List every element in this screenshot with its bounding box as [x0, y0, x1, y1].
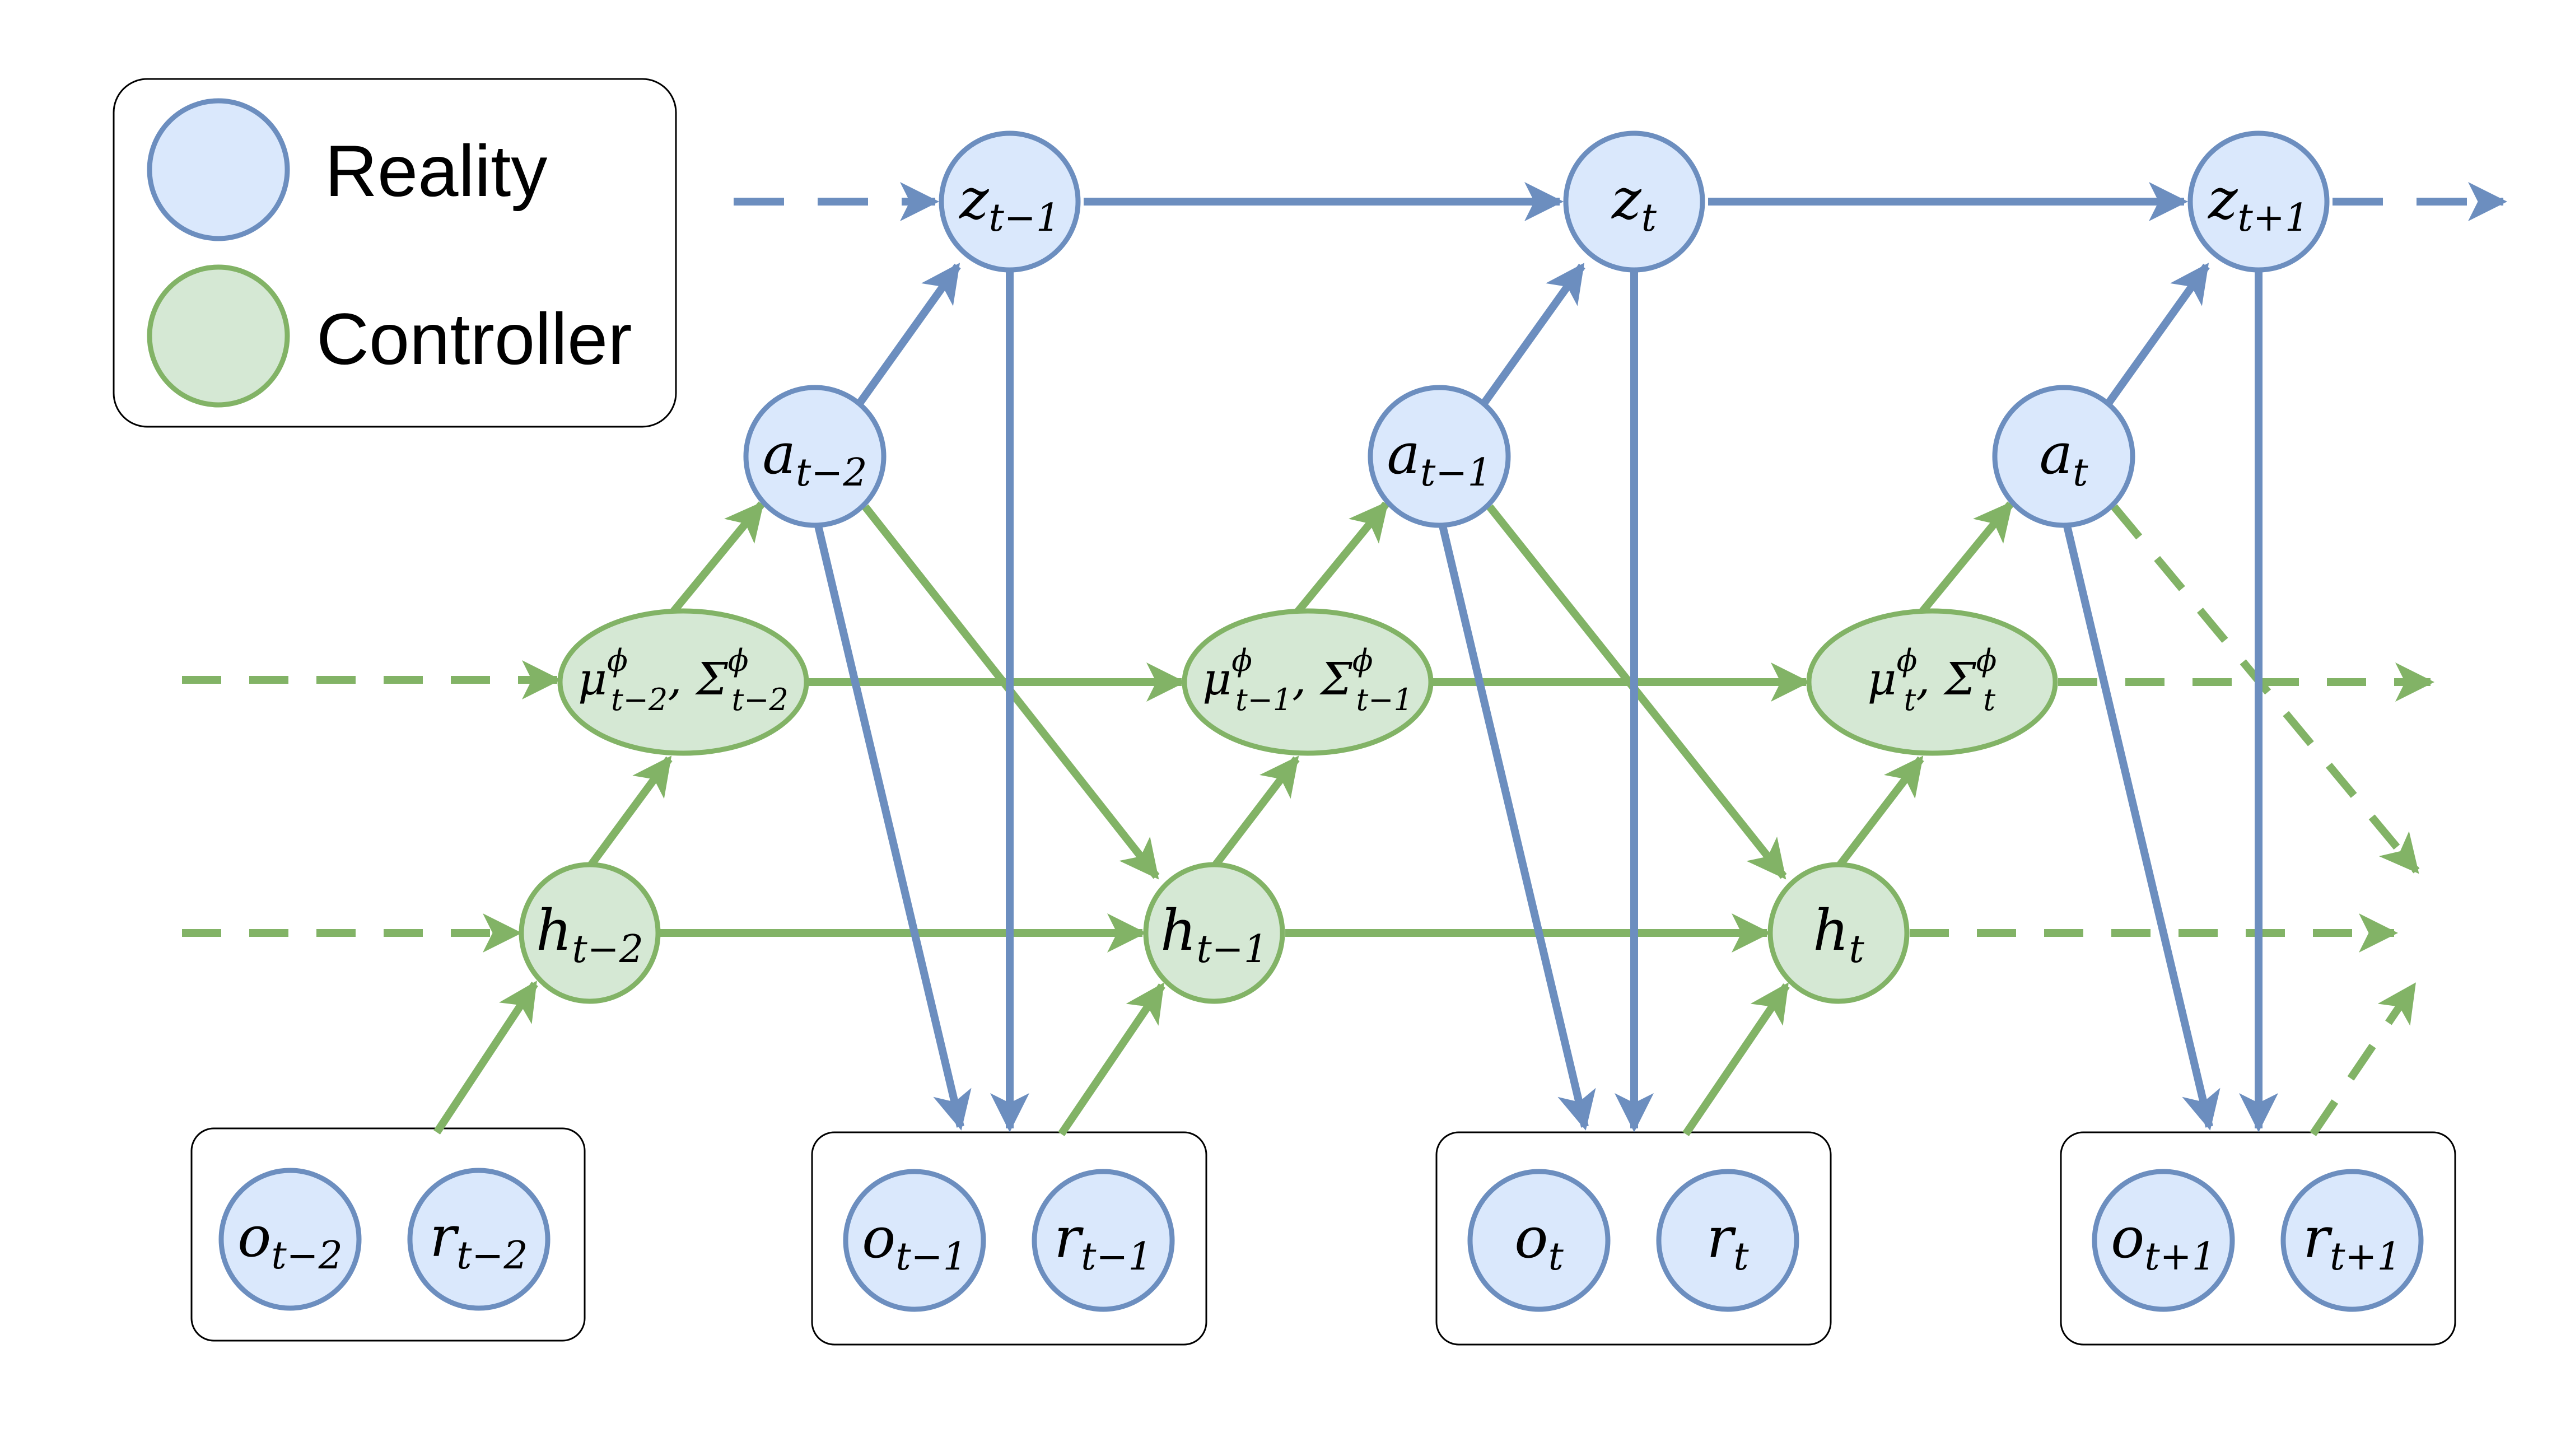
svg-text:μϕt, Σϕt: μϕt, Σϕt [1868, 643, 1997, 717]
r-node-t-1: rt−1 [1032, 1169, 1175, 1312]
legend-reality-label: Reality [325, 130, 547, 212]
o-node-t-1: ot−1 [843, 1169, 986, 1312]
r-node-t+1: rt+1 [2280, 1169, 2424, 1312]
edge-obs3-out [2310, 982, 2417, 1136]
edge-a1-z1 [1481, 263, 1585, 406]
legend-controller-label: Controller [316, 298, 632, 380]
o-node-t-2: ot−2 [218, 1168, 362, 1311]
z-nodes: zt−1 zt zt+1 [939, 130, 2330, 273]
reality-edges [734, 182, 2507, 1132]
svg-text:zt+1: zt+1 [2208, 166, 2309, 240]
edge-a2-obs3 [2063, 522, 2221, 1131]
edge-obs2-h2 [1682, 982, 1790, 1136]
edge-a0-obs1 [814, 522, 972, 1131]
svg-text:rt−1: rt−1 [1054, 1205, 1152, 1279]
svg-text:at−1: at−1 [1387, 421, 1491, 495]
o-node-t+1: ot+1 [2092, 1169, 2235, 1312]
edge-a0-z0 [856, 263, 961, 406]
svg-text:ot: ot [1514, 1205, 1564, 1279]
edge-h2-mu2 [1836, 755, 1924, 868]
edge-obs1-h1 [1058, 982, 1165, 1136]
svg-text:rt+1: rt+1 [2303, 1205, 2401, 1279]
svg-text:ot−2: ot−2 [237, 1204, 343, 1278]
edge-h0-mu0 [587, 755, 673, 868]
edge-mu0-a0 [669, 501, 765, 616]
controller-edges [182, 501, 2434, 1136]
svg-text:ot+1: ot+1 [2111, 1205, 2216, 1279]
edge-mu1-a1 [1293, 501, 1389, 616]
edge-h1-mu1 [1212, 755, 1300, 868]
legend-controller-swatch [147, 264, 290, 408]
z-node-t-1: zt−1 [939, 130, 1081, 273]
svg-text:ht−2: ht−2 [536, 898, 643, 972]
svg-text:zt−1: zt−1 [959, 166, 1060, 240]
a-nodes: at−2 at−1 at [743, 385, 2135, 528]
edge-mu2-a2 [1918, 501, 2014, 616]
edge-a2-z2 [2105, 263, 2210, 406]
r-node-t-2: rt−2 [407, 1168, 551, 1311]
obs-reward-nodes: ot−2 rt−2 ot−1 rt−1 ot rt ot+1 rt+1 [218, 1168, 2424, 1312]
a-node-t-2: at−2 [743, 385, 887, 528]
svg-text:ht−1: ht−1 [1160, 898, 1268, 972]
svg-text:zt: zt [1611, 166, 1657, 240]
svg-text:rt−2: rt−2 [430, 1204, 528, 1278]
edge-a2-out [2111, 504, 2420, 874]
o-node-t: ot [1467, 1169, 1611, 1312]
svg-text:ot−1: ot−1 [862, 1205, 967, 1279]
h-node-t: ht [1767, 862, 1910, 1004]
svg-text:at−2: at−2 [762, 421, 867, 495]
legend-reality-swatch [147, 98, 290, 241]
a-node-t: at [1992, 385, 2135, 528]
h-nodes: ht−2 ht−1 ht [519, 862, 1910, 1004]
svg-text:rt: rt [1706, 1205, 1749, 1279]
h-node-t-1: ht−1 [1143, 862, 1285, 1004]
h-node-t-2: ht−2 [519, 862, 661, 1004]
legend: Reality Controller [113, 78, 677, 428]
z-node-t: zt [1563, 130, 1705, 273]
a-node-t-1: at−1 [1368, 385, 1511, 528]
svg-text:at: at [2040, 421, 2089, 495]
svg-text:ht: ht [1813, 898, 1864, 972]
edge-a1-obs2 [1438, 522, 1596, 1131]
z-node-t+1: zt+1 [2187, 130, 2330, 273]
r-node-t: rt [1656, 1169, 1799, 1312]
edge-obs0-h0 [433, 981, 538, 1135]
